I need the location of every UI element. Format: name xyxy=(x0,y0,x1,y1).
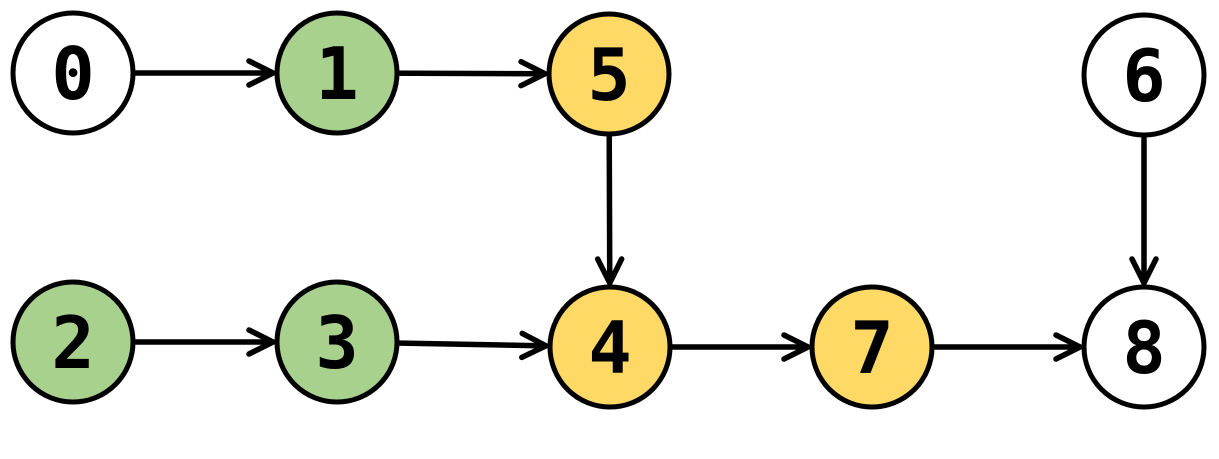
node-label: 7 xyxy=(850,306,893,390)
node-circle xyxy=(10,279,136,405)
node-label: 8 xyxy=(1122,306,1165,390)
node-circle xyxy=(274,10,400,136)
node-label: 6 xyxy=(1122,34,1165,118)
graph-node-8: 8 xyxy=(1081,284,1207,410)
node-circle xyxy=(547,284,673,410)
node-circle xyxy=(1081,284,1207,410)
node-circle xyxy=(10,10,136,136)
graph-node-7: 7 xyxy=(809,284,935,410)
node-label: 2 xyxy=(51,301,94,385)
graph-node-3: 3 xyxy=(274,279,400,405)
graph-node-0: 0 xyxy=(10,10,136,136)
graph-node-6: 6 xyxy=(1081,12,1207,138)
node-label: 3 xyxy=(315,301,358,385)
node-circle xyxy=(546,11,672,137)
graph-node-2: 2 xyxy=(10,279,136,405)
node-label: 0 xyxy=(51,32,94,116)
graph-node-1: 1 xyxy=(274,10,400,136)
graph-node-4: 4 xyxy=(547,284,673,410)
node-circle xyxy=(1081,12,1207,138)
node-circle xyxy=(274,279,400,405)
node-label: 1 xyxy=(315,32,358,116)
node-label: 4 xyxy=(588,306,631,390)
graph-node-5: 5 xyxy=(546,11,672,137)
node-layer: 0 1 5 6 2 3 4 7 8 xyxy=(10,10,1207,410)
node-label: 5 xyxy=(587,33,630,117)
node-circle xyxy=(809,284,935,410)
